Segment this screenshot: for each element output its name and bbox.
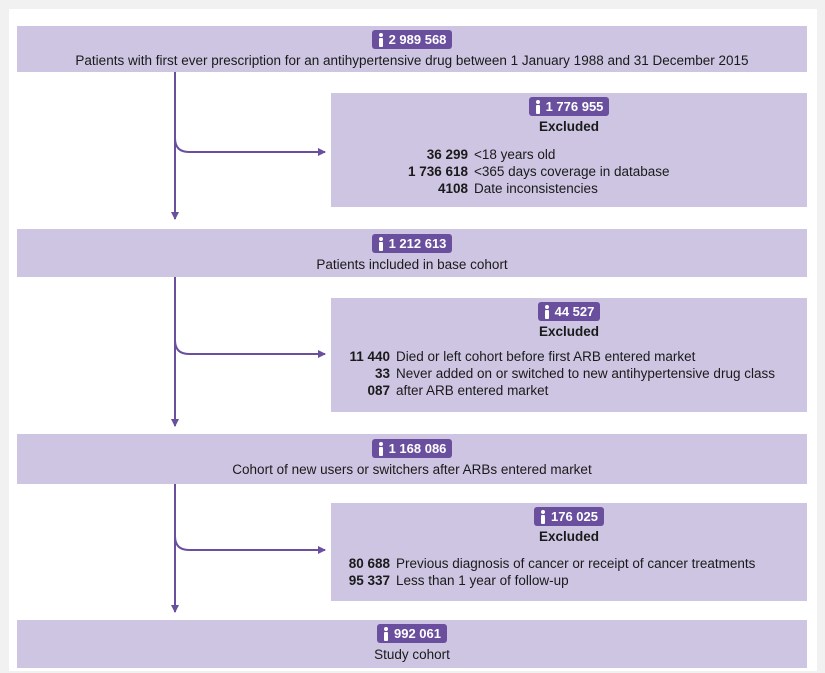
person-icon: [378, 32, 383, 47]
person-icon: [544, 304, 549, 319]
step-label: Study cohort: [374, 646, 450, 662]
exclusion-box-2: 44 527 Excluded: [331, 298, 807, 412]
exclusion-reason: Previous diagnosis of cancer or receipt …: [396, 556, 756, 571]
step-box-initial: 2 989 568 Patients with first ever presc…: [17, 26, 807, 72]
count-value: 1 168 086: [388, 441, 447, 456]
arrow-right-2: [174, 339, 326, 358]
count-badge: 1 212 613: [371, 234, 453, 253]
exclusion-count: 80 688: [348, 556, 390, 571]
step-box-base-cohort: 1 212 613 Patients included in base coho…: [17, 229, 807, 277]
exclusion-list-3: 80 688 Previous diagnosis of cancer or re…: [349, 555, 801, 589]
exclusion-count: 4108: [437, 181, 468, 196]
person-icon: [378, 236, 383, 251]
exclusion-count: 11 440: [349, 349, 390, 364]
person-icon: [541, 509, 545, 524]
exclusion-list-2: 11 440 Died or left cohort before first A…: [349, 348, 796, 399]
count-value: 1 212 613: [388, 236, 447, 251]
exclusion-count: 33 087: [367, 366, 391, 398]
count-badge: 992 061: [377, 624, 447, 643]
exclusion-count: 36 299: [426, 147, 468, 162]
count-badge: 176 025: [534, 507, 604, 526]
person-icon: [384, 626, 388, 641]
arrow-right-1: [174, 137, 326, 156]
person-icon: [378, 441, 383, 456]
exclusion-title: Excluded: [538, 118, 600, 134]
exclusion-item: 80 688 Previous diagnosis of cancer or re…: [349, 555, 801, 572]
step-box-study-cohort: 992 061 Study cohort: [17, 620, 807, 668]
count-value: 44 527: [554, 304, 595, 319]
person-icon: [535, 99, 540, 114]
exclusion-reason: Never added on or switched to new antihy…: [396, 366, 775, 398]
step-label: Patients included in base cohort: [316, 256, 508, 272]
step-label: Cohort of new users or switchers after A…: [232, 461, 592, 477]
step-label: Patients with first ever prescription fo…: [75, 52, 749, 68]
exclusion-reason: Less than 1 year of follow-up: [396, 573, 569, 588]
exclusion-title: Excluded: [538, 323, 600, 339]
count-value: 992 061: [394, 626, 441, 641]
exclusion-box-3: 176 025 Excluded: [331, 503, 807, 601]
exclusion-box-1: 1 776 955 Excluded: [331, 93, 807, 207]
exclusion-item: 11 440 Died or left cohort before first A…: [349, 348, 796, 365]
count-value: 1 776 955: [545, 99, 604, 114]
exclusion-reason: Date inconsistencies: [474, 181, 598, 196]
exclusion-title: Excluded: [538, 528, 600, 544]
exclusion-reason: <18 years old: [474, 147, 556, 162]
exclusion-reason: <365 days coverage in database: [474, 164, 670, 179]
count-badge: 2 989 568: [371, 30, 453, 49]
exclusion-item: 95 337 Less than 1 year of follow-up: [349, 572, 801, 589]
exclusion-item: 4108 Date inconsistencies: [438, 180, 794, 197]
exclusion-count: 95 337: [348, 573, 390, 588]
count-badge: 1 776 955: [528, 97, 610, 116]
step-box-new-users: 1 168 086 Cohort of new users or switche…: [17, 434, 807, 484]
exclusion-item: 1 736 618 <365 days coverage in database: [408, 163, 794, 180]
exclusion-reason: Died or left cohort before first ARB ent…: [396, 349, 696, 364]
count-value: 2 989 568: [388, 32, 447, 47]
exclusion-count: 1 736 618: [407, 164, 468, 179]
exclusion-list-1: 36 299 <18 years old 1 736 618 <365 days c…: [408, 146, 794, 197]
count-badge: 44 527: [537, 302, 601, 321]
exclusion-item: 36 299 <18 years old: [427, 146, 794, 163]
count-value: 176 025: [551, 509, 598, 524]
count-badge: 1 168 086: [371, 439, 453, 458]
arrow-right-3: [174, 535, 326, 554]
